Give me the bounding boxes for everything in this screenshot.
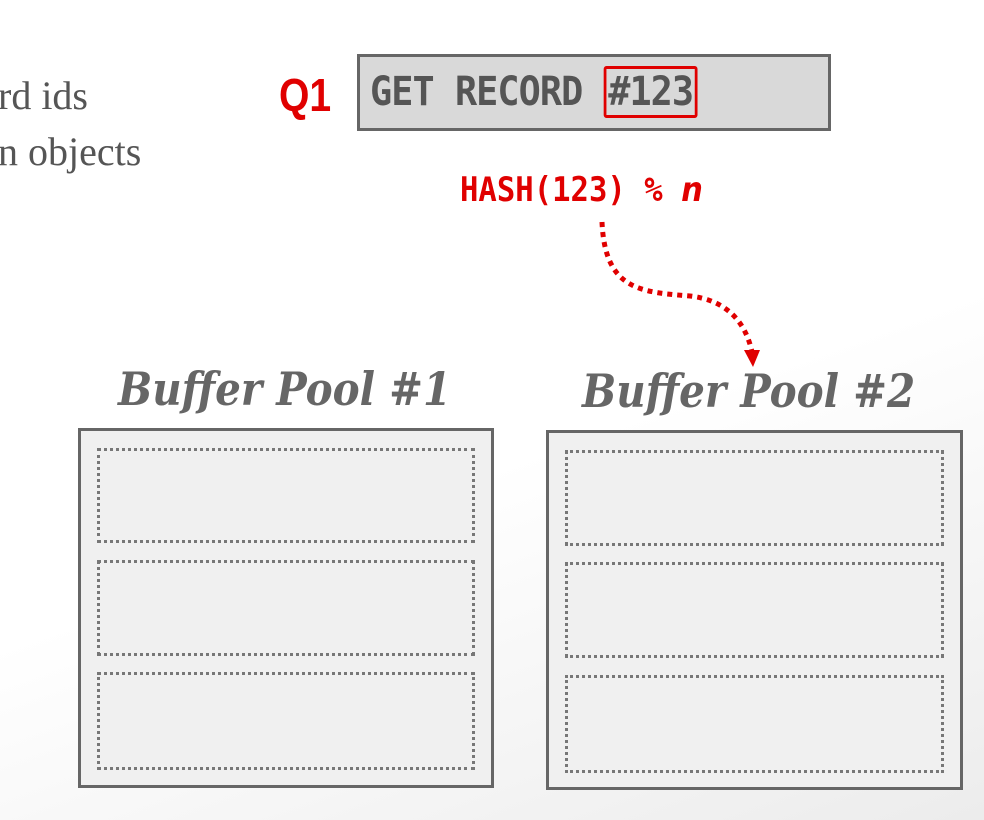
query-label: Q1 <box>279 69 332 121</box>
buffer-pool-1 <box>78 428 494 788</box>
pool-slot <box>97 448 475 543</box>
pool-2-title: Buffer Pool #2 <box>582 364 916 418</box>
hash-var: n <box>681 170 703 210</box>
pool-slot <box>565 675 944 773</box>
pool-1-title: Buffer Pool #1 <box>118 362 452 416</box>
pool-slot <box>97 560 475 656</box>
pool-slot <box>565 562 944 658</box>
arrowhead-icon <box>744 350 760 367</box>
record-id-highlight: #123 <box>603 66 698 118</box>
pool-slot <box>97 672 475 770</box>
query-box: GET RECORD #123 <box>357 54 831 131</box>
buffer-pool-2 <box>546 430 963 790</box>
bullet-text-1: rd ids <box>0 73 88 118</box>
pool-slot <box>565 450 944 546</box>
bullet-text-2: n objects <box>0 129 142 174</box>
hash-expression: HASH(123) % n <box>460 170 703 210</box>
query-command: GET RECORD <box>370 69 583 115</box>
hash-expr: HASH(123) % <box>460 170 663 210</box>
